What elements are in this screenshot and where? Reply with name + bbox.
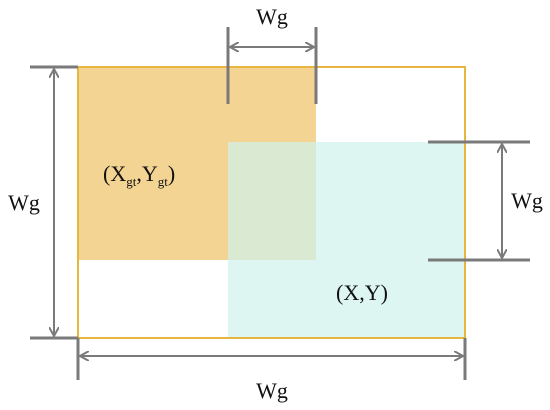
top-dimension	[226, 27, 318, 104]
gt-label-close: )	[168, 161, 175, 186]
left-dimension	[30, 65, 78, 340]
right-dimension	[428, 140, 530, 262]
bottom-dimension	[76, 338, 467, 380]
gt-label-sub1: gt	[126, 174, 137, 189]
outer-window-box	[77, 66, 466, 339]
gt-label-open: (X	[103, 161, 126, 186]
gt-label-sub2: gt	[158, 174, 169, 189]
gt-label-comma: ,Y	[136, 161, 158, 186]
gt-center-label: (Xgt,Ygt)	[103, 161, 175, 189]
bottom-dim-label: Wg	[256, 378, 288, 403]
predicted-box	[228, 142, 465, 338]
pred-center-label: (X,Y)	[336, 280, 388, 305]
right-dim-label: Wg	[511, 188, 543, 213]
top-dim-label: Wg	[256, 4, 288, 29]
left-dim-label: Wg	[8, 190, 40, 215]
